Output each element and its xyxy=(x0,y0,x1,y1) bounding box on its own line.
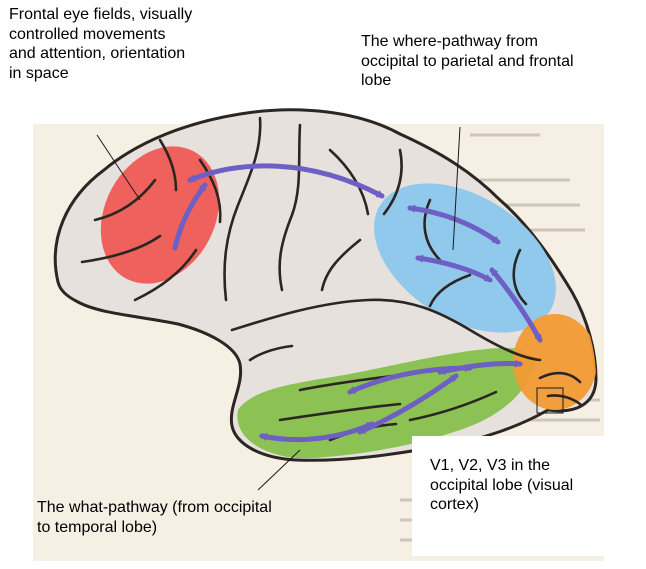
where-pathway-label: The where-pathway from occipital to pari… xyxy=(361,32,631,91)
what-pathway-label: The what-pathway (from occipital to temp… xyxy=(37,498,367,537)
visual-cortex-label: V1, V2, V3 in the occipital lobe (visual… xyxy=(430,456,640,515)
frontal-eye-fields-label: Frontal eye fields, visually controlled … xyxy=(9,5,289,83)
